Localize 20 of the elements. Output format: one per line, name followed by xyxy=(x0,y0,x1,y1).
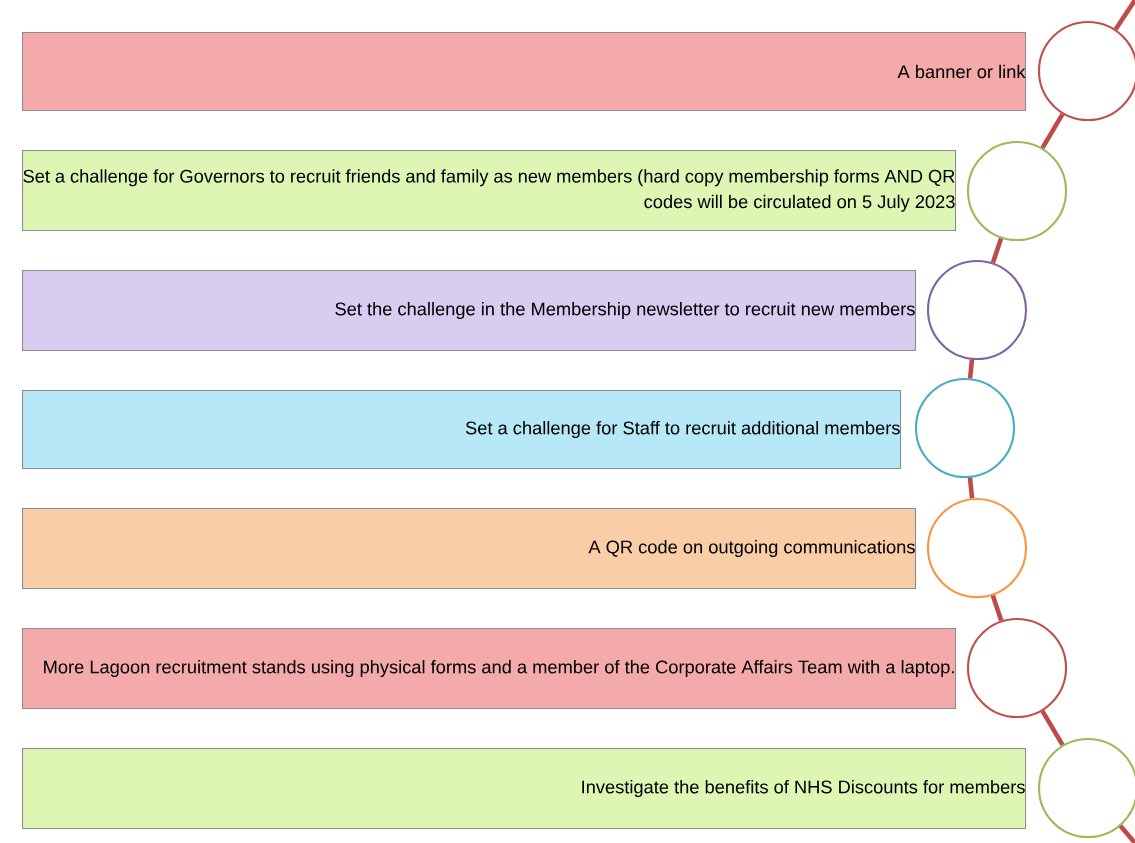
circle xyxy=(926,497,1028,599)
text-box: Investigate the benefits of NHS Discounts for members xyxy=(22,748,1027,830)
connector-line xyxy=(1113,0,1135,31)
text-box: Set a challenge for Staff to recruit additional members xyxy=(22,390,902,470)
circle xyxy=(966,140,1068,242)
connector-line xyxy=(990,237,1004,264)
connector-line xyxy=(1118,824,1135,843)
text-box: A QR code on outgoing communications xyxy=(22,508,917,590)
circle xyxy=(926,259,1028,361)
circle xyxy=(914,377,1016,479)
circle xyxy=(966,617,1068,719)
text-box: Set the challenge in the Membership newsletter to recruit new members xyxy=(22,270,917,352)
connector-line xyxy=(990,594,1004,622)
connector-line xyxy=(967,359,975,379)
text-box: A banner or link xyxy=(22,32,1027,112)
connector-line xyxy=(967,477,975,499)
text-box: Set a challenge for Governors to recruit friends and family as new members (hard copy membership forms AND QR codes will be circulated on 5 July 2023 xyxy=(22,150,957,232)
connector-line xyxy=(1040,112,1065,150)
connector-line xyxy=(1040,709,1065,747)
text-box: More Lagoon recruitment stands using physical forms and a member of the Corporate Affairs Team with a laptop. xyxy=(22,628,957,710)
